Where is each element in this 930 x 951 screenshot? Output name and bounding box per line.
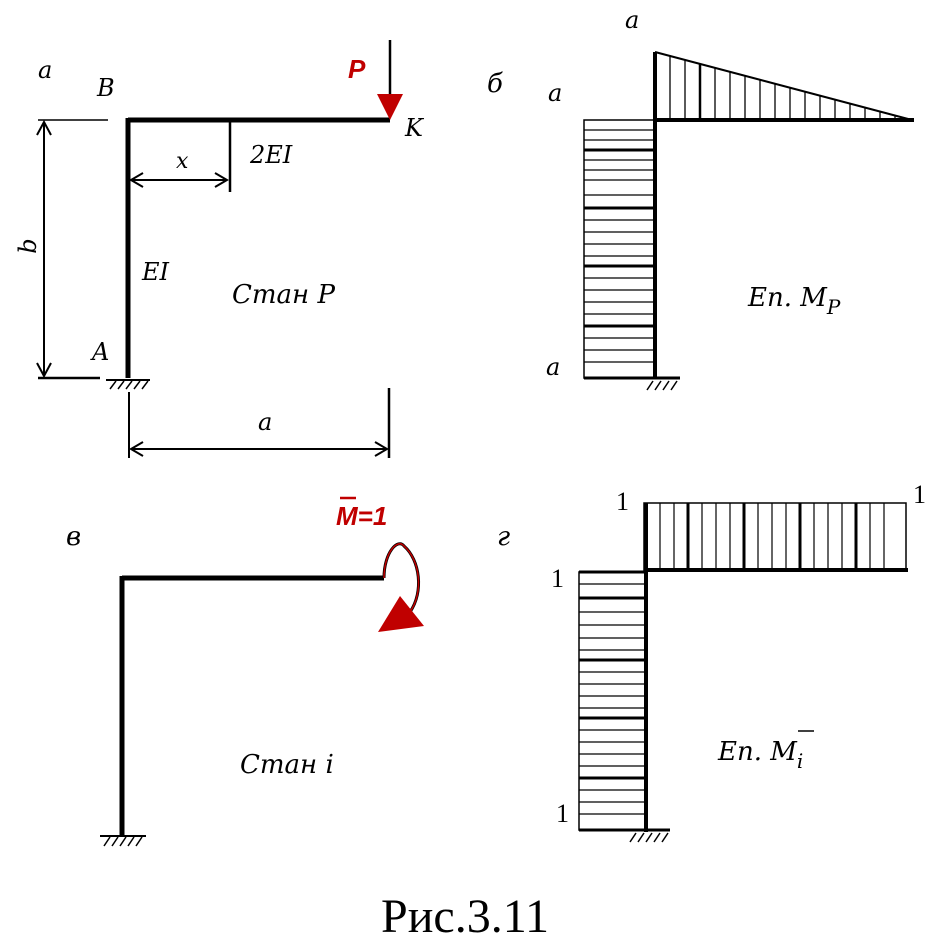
- node-b-label: B: [96, 74, 115, 102]
- unit-moment-arrow-icon: [378, 542, 424, 632]
- dimension-a-label: a: [258, 408, 272, 436]
- mp-joint-value: a: [548, 79, 562, 107]
- mp-top-value: a: [625, 6, 639, 34]
- panel-b: б a a a: [487, 6, 914, 391]
- mi-column-rectangle: [578, 571, 647, 831]
- panel-b-letter: б: [487, 69, 503, 99]
- fixed-support-icon: [106, 379, 150, 390]
- panel-a-letter: а: [38, 56, 52, 84]
- fixed-support-icon: [629, 832, 669, 843]
- dimension-b-label: b: [14, 238, 42, 253]
- mp-beam-triangle: [653, 51, 913, 121]
- panel-d-letter: г: [497, 522, 510, 552]
- load-arrow-icon: [377, 40, 403, 120]
- mp-diagram-label: Еп. MP: [747, 283, 841, 319]
- unit-moment-label: M=1: [336, 501, 387, 531]
- node-a-label: A: [90, 338, 109, 366]
- mi-beam-left-value: 1: [616, 487, 629, 516]
- mi-diagram-label: Еп. Mi: [717, 737, 803, 773]
- dimension-a-arrow: [128, 388, 391, 458]
- dimension-b-arrow: [36, 119, 108, 380]
- load-label: P: [348, 54, 366, 84]
- panel-c-letter: в: [66, 522, 81, 552]
- column-stiffness-label: EI: [141, 258, 170, 286]
- fixed-support-icon: [646, 380, 678, 391]
- mi-beam-rectangle: [643, 502, 907, 571]
- panel-d: г 1 1 1 1: [497, 480, 926, 843]
- figure-caption: Рис.3.11: [381, 890, 549, 943]
- mi-base-value: 1: [556, 799, 569, 828]
- dimension-x-label: x: [176, 149, 189, 174]
- mi-beam-right-value: 1: [913, 480, 926, 509]
- dimension-x-arrow: [129, 172, 229, 188]
- mi-joint-value: 1: [551, 564, 564, 593]
- state-i-label: Стан i: [240, 750, 334, 780]
- beam-stiffness-label: 2EI: [249, 141, 293, 169]
- mp-column-rectangle: [583, 119, 656, 379]
- mp-base-value: a: [546, 353, 560, 381]
- node-k-label: K: [404, 114, 425, 142]
- panel-c: в M=1 Стан i: [66, 496, 424, 847]
- state-p-label: Стан P: [232, 280, 335, 310]
- fixed-support-icon: [100, 835, 146, 847]
- panel-a: а B K A P x: [14, 40, 425, 458]
